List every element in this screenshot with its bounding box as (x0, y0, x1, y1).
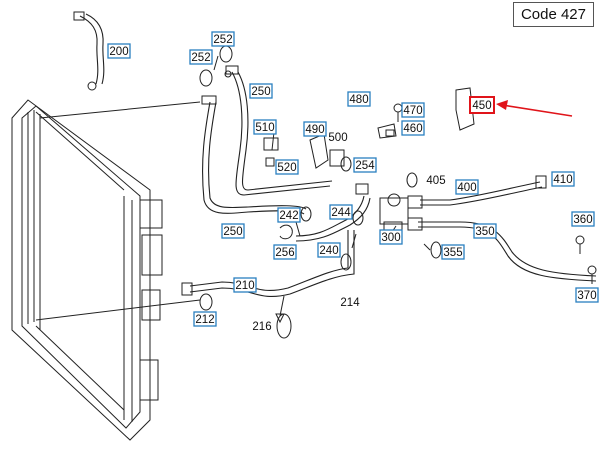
svg-text:250: 250 (223, 226, 242, 238)
connector-300-drawing (379, 193, 409, 231)
svg-text:510: 510 (255, 122, 274, 134)
callout-405[interactable]: 405 (426, 175, 445, 187)
callout-212[interactable]: 212 (193, 311, 217, 327)
svg-text:450: 450 (472, 100, 491, 112)
highlight-arrow (496, 100, 573, 117)
callout-210[interactable]: 210 (233, 277, 257, 293)
svg-text:252: 252 (191, 52, 210, 64)
svg-text:500: 500 (328, 132, 347, 144)
svg-text:370: 370 (577, 290, 596, 302)
svg-text:240: 240 (319, 245, 338, 257)
callout-200[interactable]: 200 (107, 43, 131, 59)
callout-350[interactable]: 350 (473, 223, 497, 239)
callout-360[interactable]: 360 (571, 211, 595, 227)
radiator-drawing (11, 99, 201, 441)
line-240-drawing (295, 183, 371, 242)
callout-250-b[interactable]: 250 (221, 223, 245, 239)
svg-text:254: 254 (355, 160, 375, 172)
callout-355[interactable]: 355 (441, 244, 465, 260)
svg-text:350: 350 (475, 226, 494, 238)
callout-410[interactable]: 410 (551, 171, 575, 187)
callout-252-b[interactable]: 252 (189, 49, 213, 65)
code-label: Code 427 (512, 2, 594, 27)
callout-252-a[interactable]: 252 (211, 31, 235, 47)
svg-text:200: 200 (109, 46, 128, 58)
svg-text:460: 460 (403, 123, 422, 135)
svg-text:252: 252 (213, 34, 232, 46)
svg-text:520: 520 (277, 162, 296, 174)
callout-214[interactable]: 214 (340, 297, 360, 309)
callout-216[interactable]: 216 (252, 321, 271, 333)
svg-text:405: 405 (426, 175, 445, 187)
callout-256[interactable]: 256 (273, 244, 297, 260)
svg-text:214: 214 (340, 297, 360, 309)
svg-text:242: 242 (279, 210, 298, 222)
callout-240[interactable]: 240 (317, 242, 341, 258)
svg-text:355: 355 (443, 247, 462, 259)
svg-text:250: 250 (251, 86, 270, 98)
svg-text:490: 490 (305, 124, 324, 136)
callout-400[interactable]: 400 (455, 179, 479, 195)
svg-text:400: 400 (457, 182, 476, 194)
svg-text:480: 480 (349, 94, 368, 106)
callout-520[interactable]: 520 (275, 159, 299, 175)
svg-text:410: 410 (553, 174, 572, 186)
svg-text:212: 212 (195, 314, 214, 326)
svg-text:300: 300 (381, 232, 400, 244)
hose-200-drawing (73, 11, 105, 91)
callout-490[interactable]: 490 (303, 121, 327, 137)
svg-text:244: 244 (331, 207, 351, 219)
callout-250-a[interactable]: 250 (249, 83, 273, 99)
callout-470[interactable]: 470 (401, 102, 425, 118)
callout-300[interactable]: 300 (379, 229, 403, 245)
callout-510[interactable]: 510 (253, 119, 277, 135)
svg-text:216: 216 (252, 321, 271, 333)
svg-text:360: 360 (573, 214, 592, 226)
callout-460[interactable]: 460 (401, 120, 425, 136)
callout-450[interactable]: 450 (469, 96, 495, 114)
svg-text:256: 256 (275, 247, 294, 259)
callout-480[interactable]: 480 (347, 91, 371, 107)
line-400-350-drawing (407, 175, 597, 282)
callout-370[interactable]: 370 (575, 287, 599, 303)
callout-242[interactable]: 242 (277, 207, 301, 223)
small-parts-drawing (199, 45, 597, 339)
callout-254[interactable]: 254 (353, 157, 377, 173)
callout-244[interactable]: 244 (329, 204, 353, 220)
callout-500[interactable]: 500 (328, 132, 347, 144)
svg-text:470: 470 (403, 105, 422, 117)
svg-text:210: 210 (235, 280, 254, 292)
